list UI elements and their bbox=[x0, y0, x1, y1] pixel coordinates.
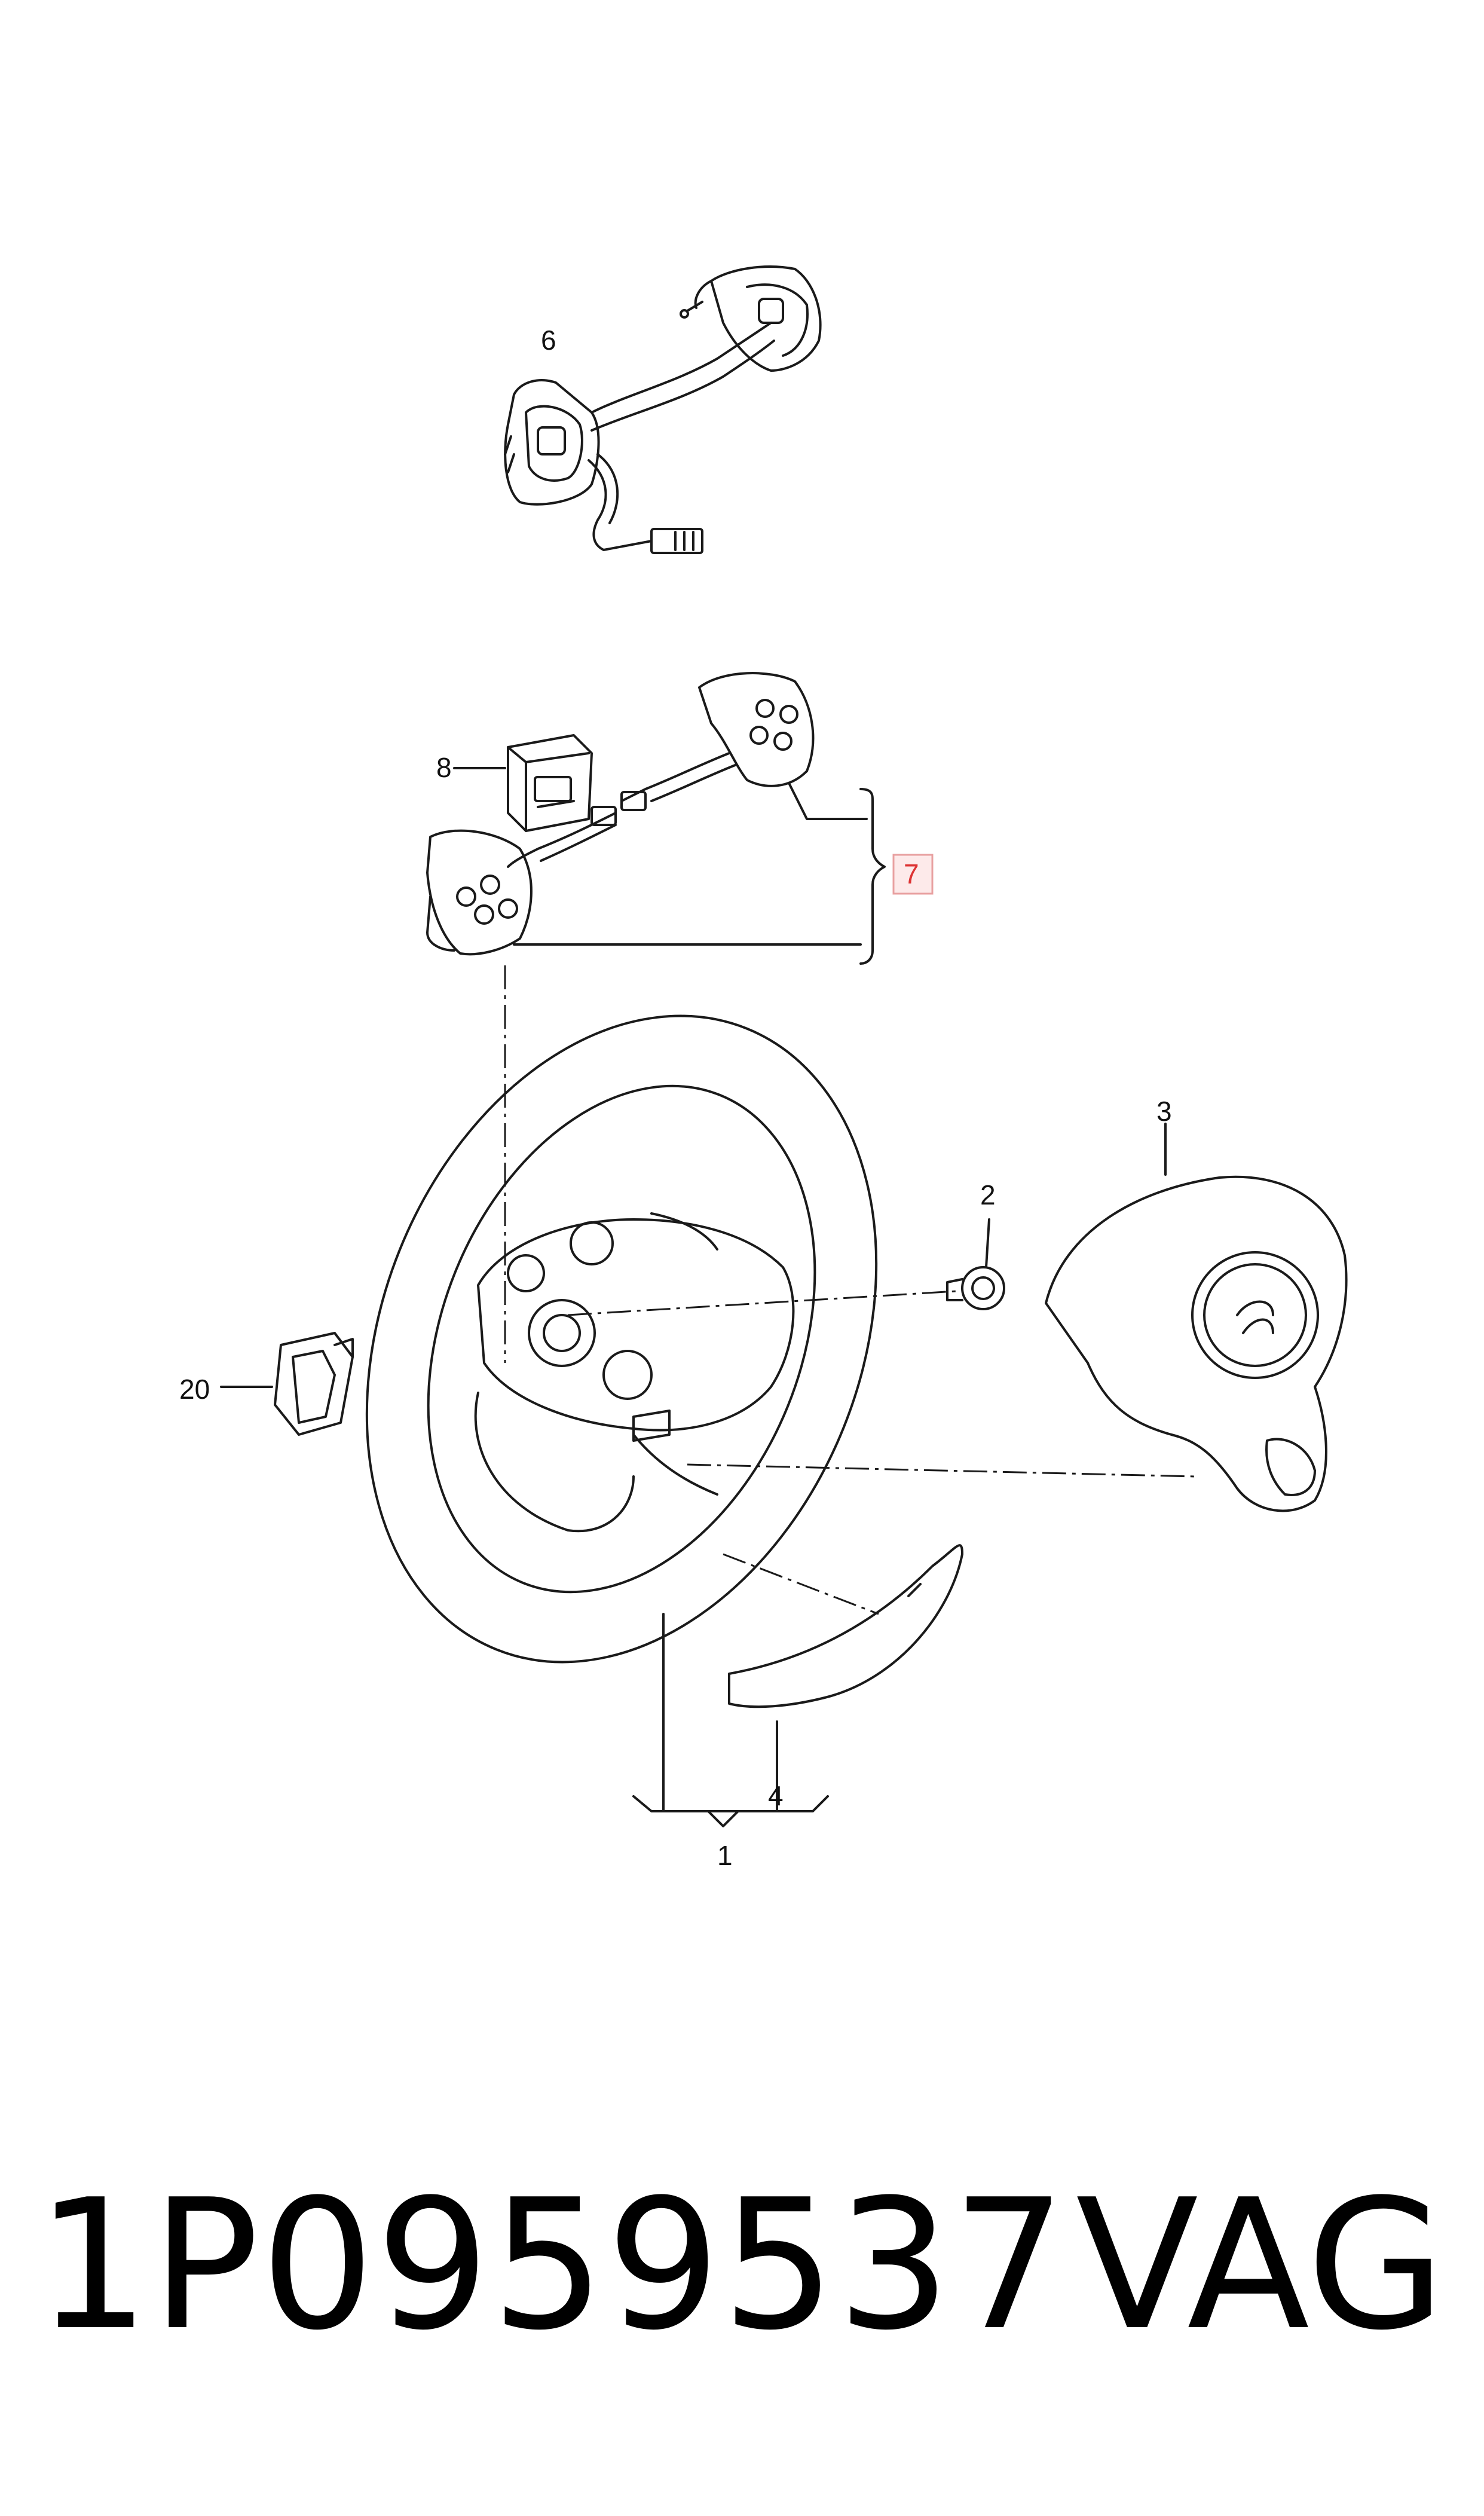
highlight-box-7 bbox=[892, 854, 934, 895]
callout-8: 8 bbox=[436, 752, 452, 783]
callout-2: 2 bbox=[980, 1179, 996, 1210]
part-4-trim bbox=[728, 1544, 963, 1812]
callouts: 6 8 7 3 2 20 4 1 bbox=[179, 325, 1172, 1871]
part-20-bracket bbox=[220, 1332, 354, 1436]
callout-3: 3 bbox=[1156, 1096, 1172, 1127]
part-6-switch-assembly bbox=[504, 265, 822, 554]
assembly-bracket bbox=[632, 1613, 829, 1827]
brand-label: VAG bbox=[1076, 2161, 1446, 2370]
part-7-switch-pair bbox=[426, 672, 886, 965]
steering-wheel bbox=[365, 1014, 878, 1664]
callout-20: 20 bbox=[179, 1374, 210, 1405]
part-number: 1P0959537 bbox=[36, 2161, 1067, 2370]
part-2-bolt bbox=[946, 1218, 1005, 1310]
callout-1: 1 bbox=[717, 1840, 733, 1871]
centerlines bbox=[504, 965, 1196, 1615]
callout-4: 4 bbox=[768, 1780, 784, 1811]
callout-7: 7 bbox=[904, 858, 919, 889]
part-3-airbag bbox=[1045, 1123, 1348, 1512]
part-8-control-unit bbox=[453, 734, 593, 832]
callout-6: 6 bbox=[541, 325, 556, 356]
